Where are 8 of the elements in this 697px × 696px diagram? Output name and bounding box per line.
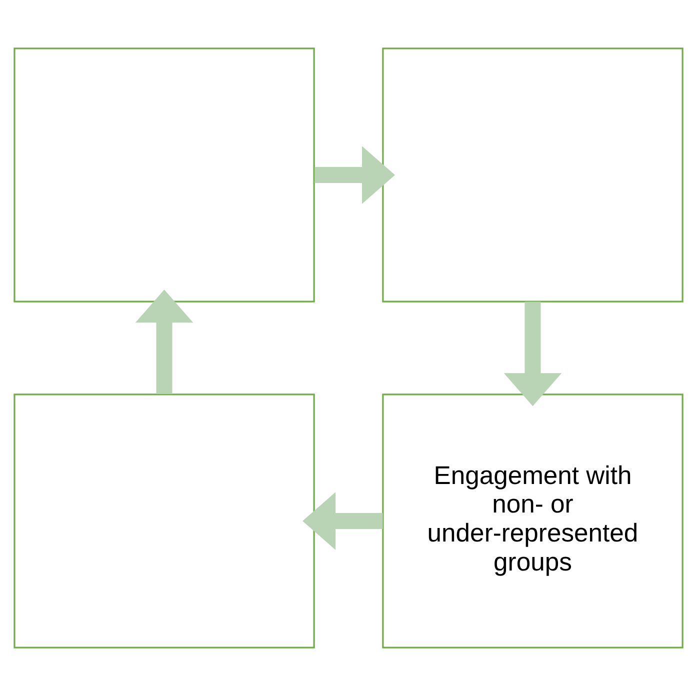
arrow	[504, 302, 562, 406]
arrow	[314, 146, 395, 204]
node-box: Engagement with non- or under-represented groups	[382, 394, 684, 648]
node-box	[14, 394, 315, 648]
node-box	[14, 48, 315, 302]
arrow	[135, 290, 194, 394]
node-box	[382, 48, 684, 302]
arrow	[302, 492, 383, 550]
